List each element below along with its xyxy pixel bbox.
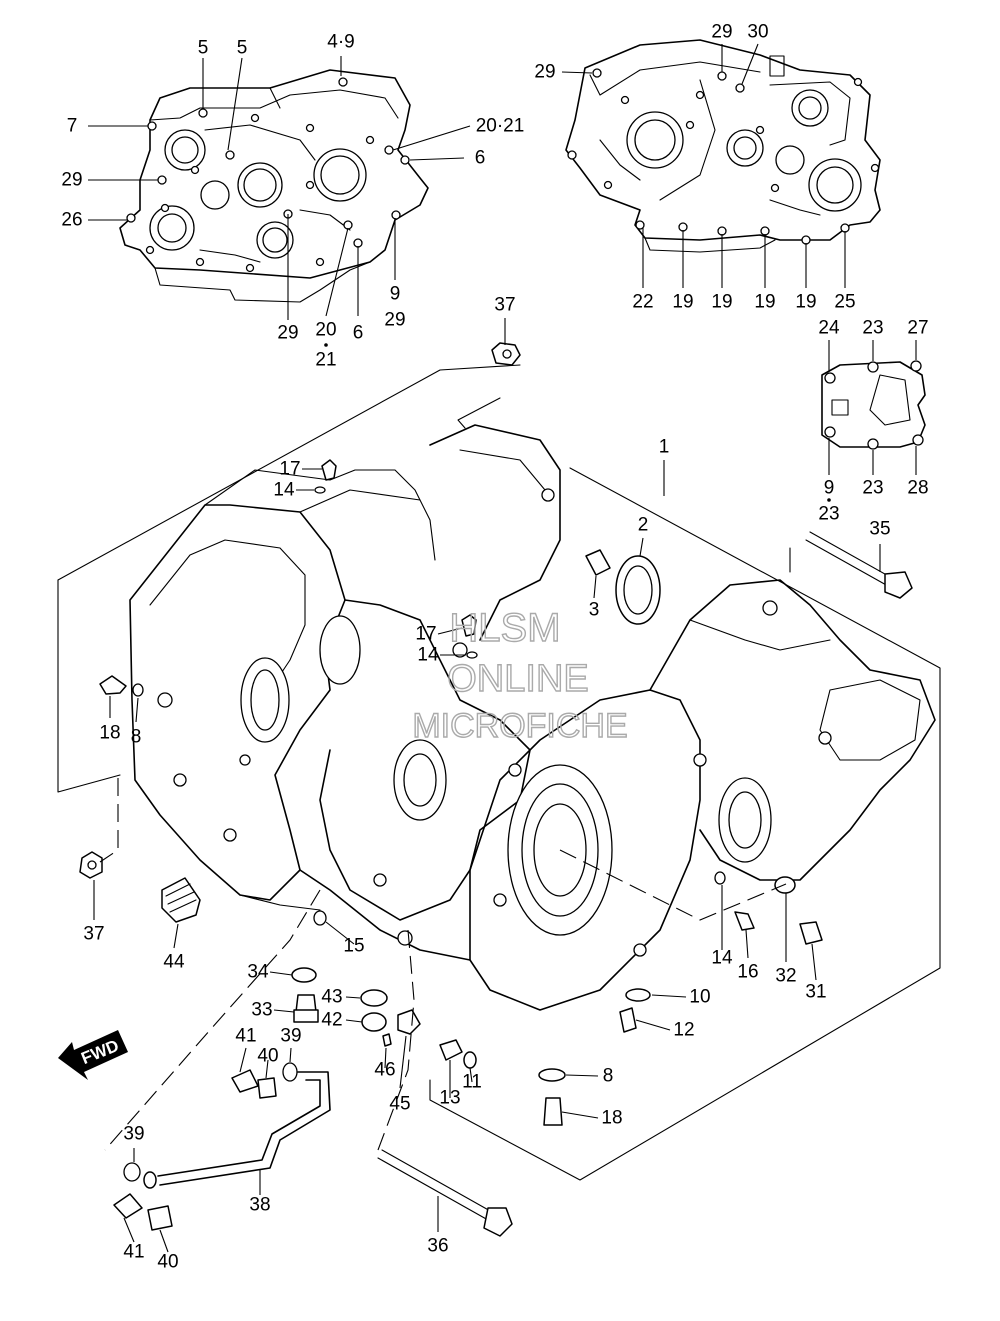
callout-23: 23 <box>818 504 839 525</box>
callout-30: 30 <box>747 22 768 43</box>
callout-19: 19 <box>672 292 693 313</box>
callout-15: 15 <box>343 936 364 957</box>
callout-40: 40 <box>257 1046 278 1067</box>
watermark-line-3: MICROFICHE <box>412 707 627 745</box>
callout-37: 37 <box>494 295 515 316</box>
callout-labels: 5 5 4·9 7 29 26 20·21 6 9 29 29 20 21 6 … <box>61 22 928 1273</box>
callout-separator-dot <box>324 343 328 347</box>
callout-13: 13 <box>439 1088 460 1109</box>
callout-25: 25 <box>834 292 855 313</box>
watermark: HLSM ONLINE MICROFICHE <box>412 605 629 745</box>
callout-9: 9 <box>824 478 835 499</box>
watermark-line-1: HLSM <box>449 606 560 650</box>
watermark-line-2: ONLINE <box>447 658 588 700</box>
callout-18: 18 <box>99 723 120 744</box>
callout-22: 22 <box>632 292 653 313</box>
callout-8: 8 <box>603 1066 614 1087</box>
callout-41: 41 <box>123 1242 144 1263</box>
callout-21: 21 <box>315 350 336 371</box>
crankcase-left-half-inset <box>119 69 429 303</box>
callout-separator-dot <box>827 498 831 502</box>
callout-24: 24 <box>818 318 840 339</box>
callout-46: 46 <box>374 1060 395 1081</box>
callout-19: 19 <box>795 292 816 313</box>
callout-5: 5 <box>237 38 248 59</box>
callout-12: 12 <box>673 1020 694 1041</box>
fastener-parts <box>79 342 913 1237</box>
callout-42: 42 <box>321 1010 342 1031</box>
callout-40: 40 <box>157 1252 178 1273</box>
callout-29: 29 <box>277 323 298 344</box>
callout-2: 2 <box>638 515 649 536</box>
crankcase-right-half-inset <box>565 39 881 253</box>
callout-34: 34 <box>247 962 269 983</box>
callout-43: 43 <box>321 987 342 1008</box>
callout-11: 11 <box>462 1072 482 1093</box>
forward-direction-badge: FWD <box>58 1030 128 1080</box>
callout-17: 17 <box>279 459 300 480</box>
callout-44: 44 <box>163 952 185 973</box>
callout-17: 17 <box>415 624 436 645</box>
callout-39: 39 <box>123 1124 144 1145</box>
callout-10: 10 <box>689 987 710 1008</box>
callout-14: 14 <box>273 480 295 501</box>
callout-14: 14 <box>711 948 733 969</box>
callout-38: 38 <box>249 1195 270 1216</box>
callout-45: 45 <box>389 1094 410 1115</box>
callout-19: 19 <box>754 292 775 313</box>
callout-23: 23 <box>862 318 883 339</box>
callout-33: 33 <box>251 1000 272 1021</box>
callout-7: 7 <box>67 116 78 137</box>
callout-26: 26 <box>61 210 82 231</box>
callout-29: 29 <box>711 22 732 43</box>
callout-28: 28 <box>907 478 928 499</box>
callout-20-21: 20·21 <box>476 116 525 137</box>
callout-35: 35 <box>869 519 890 540</box>
callout-6: 6 <box>353 323 364 344</box>
breather-cover-inset <box>821 360 926 450</box>
callout-1: 1 <box>659 437 670 458</box>
callout-31: 31 <box>805 982 826 1003</box>
assembly-frame <box>57 364 941 1181</box>
callout-20: 20 <box>315 320 336 341</box>
callout-3: 3 <box>589 600 600 621</box>
callout-36: 36 <box>427 1236 448 1257</box>
callout-32: 32 <box>775 966 796 987</box>
callout-5: 5 <box>198 38 209 59</box>
callout-8: 8 <box>131 727 142 748</box>
callout-23: 23 <box>862 478 883 499</box>
leader-lines <box>88 43 917 1253</box>
callout-18: 18 <box>601 1108 622 1129</box>
callout-41: 41 <box>235 1026 256 1047</box>
callout-29: 29 <box>61 170 82 191</box>
callout-37: 37 <box>83 924 104 945</box>
callout-4-9: 4·9 <box>327 32 354 53</box>
callout-14: 14 <box>417 645 439 666</box>
callout-9: 9 <box>390 284 401 305</box>
callout-6: 6 <box>475 148 486 169</box>
callout-29: 29 <box>384 310 405 331</box>
callout-16: 16 <box>737 962 758 983</box>
callout-29: 29 <box>534 62 555 83</box>
callout-19: 19 <box>711 292 732 313</box>
callout-39: 39 <box>280 1026 301 1047</box>
callout-27: 27 <box>907 318 928 339</box>
